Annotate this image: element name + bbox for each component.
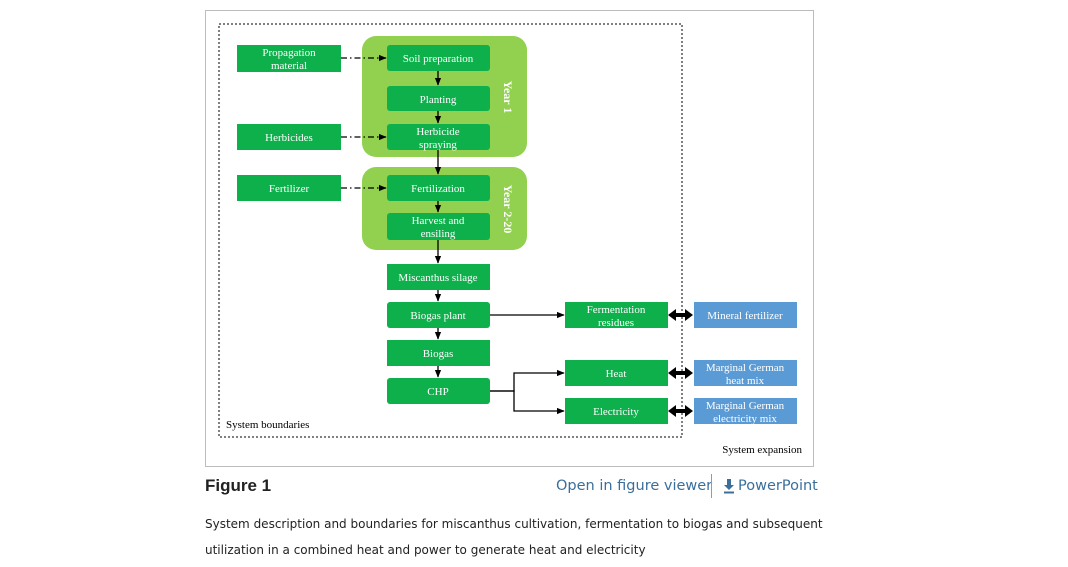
system-boundaries-label: System boundaries — [226, 419, 309, 431]
chp-box: CHP — [387, 378, 490, 404]
heat-box: Heat — [565, 360, 668, 386]
year2-label: Year 2-20 — [501, 185, 515, 234]
figure-frame: Year 1 Year 2-20 Propagation material He… — [205, 10, 814, 467]
planting-label: Planting — [420, 94, 457, 106]
propagation-material-line2: material — [271, 60, 307, 72]
arrow-chp-to-electricity — [490, 390, 565, 415]
biogas-plant-box: Biogas plant — [387, 302, 490, 328]
heat-mix-line1: Marginal German — [706, 362, 785, 374]
link-divider — [711, 474, 712, 498]
mineral-fertilizer-box: Mineral fertilizer — [694, 302, 797, 328]
download-icon — [724, 479, 734, 494]
herbicides-label: Herbicides — [265, 132, 313, 144]
fermentation-residues-line1: Fermentation — [587, 304, 646, 316]
heat-mix-box: Marginal German heat mix — [694, 360, 797, 387]
electricity-box: Electricity — [565, 398, 668, 424]
soil-preparation-box: Soil preparation — [387, 45, 490, 71]
biogas-box: Biogas — [387, 340, 490, 366]
caption-line-1: System description and boundaries for mi… — [205, 517, 823, 531]
flow-arrows — [434, 71, 565, 415]
powerpoint-link[interactable]: PowerPoint — [722, 478, 818, 494]
herbicide-spraying-line1: Herbicide — [416, 126, 459, 138]
fermentation-residues-line2: residues — [598, 317, 634, 329]
electricity-label: Electricity — [593, 406, 639, 418]
figure-caption: System description and boundaries for mi… — [205, 511, 825, 563]
herbicides-box: Herbicides — [237, 124, 341, 150]
open-figure-viewer-link[interactable]: Open in figure viewer — [556, 478, 713, 494]
biogas-plant-label: Biogas plant — [410, 310, 465, 322]
double-arrow-residues-mineral — [668, 309, 693, 321]
fertilizer-label: Fertilizer — [269, 183, 310, 195]
heat-label: Heat — [606, 368, 627, 380]
electricity-mix-line1: Marginal German — [706, 400, 785, 412]
fermentation-residues-box: Fermentation residues — [565, 302, 668, 329]
double-arrow-heat-mix — [668, 367, 693, 379]
chp-label: CHP — [427, 386, 448, 398]
harvest-ensiling-line2: ensiling — [421, 228, 456, 240]
caption-line-2: utilization in a combined heat and power… — [205, 543, 646, 557]
propagation-material-line1: Propagation — [262, 47, 316, 59]
electricity-mix-box: Marginal German electricity mix — [694, 398, 797, 425]
fertilizer-box: Fertilizer — [237, 175, 341, 201]
electricity-mix-line2: electricity mix — [713, 413, 777, 425]
harvest-ensiling-box: Harvest and ensiling — [387, 213, 490, 240]
powerpoint-label: PowerPoint — [738, 478, 818, 494]
heat-mix-line2: heat mix — [726, 375, 765, 387]
fertilization-box: Fertilization — [387, 175, 490, 201]
substitution-arrows — [668, 309, 693, 417]
biogas-label: Biogas — [423, 348, 454, 360]
figure-label: Figure 1 — [205, 476, 272, 495]
herbicide-spraying-box: Herbicide spraying — [387, 124, 490, 151]
soil-preparation-label: Soil preparation — [403, 53, 474, 65]
arrow-chp-to-heat — [490, 369, 565, 392]
year1-label: Year 1 — [501, 81, 515, 114]
system-boundary-border — [218, 23, 683, 438]
system-expansion-label: System expansion — [722, 444, 802, 456]
fertilization-label: Fertilization — [411, 183, 465, 195]
double-arrow-electricity-mix — [668, 405, 693, 417]
miscanthus-silage-label: Miscanthus silage — [398, 272, 477, 284]
planting-box: Planting — [387, 86, 490, 111]
herbicide-spraying-line2: spraying — [419, 139, 457, 151]
input-arrows — [341, 54, 387, 192]
harvest-ensiling-line1: Harvest and — [412, 215, 465, 227]
propagation-material-box: Propagation material — [237, 45, 341, 72]
miscanthus-silage-box: Miscanthus silage — [387, 264, 490, 290]
process-diagram: Year 1 Year 2-20 Propagation material He… — [218, 23, 802, 456]
mineral-fertilizer-label: Mineral fertilizer — [707, 310, 783, 322]
